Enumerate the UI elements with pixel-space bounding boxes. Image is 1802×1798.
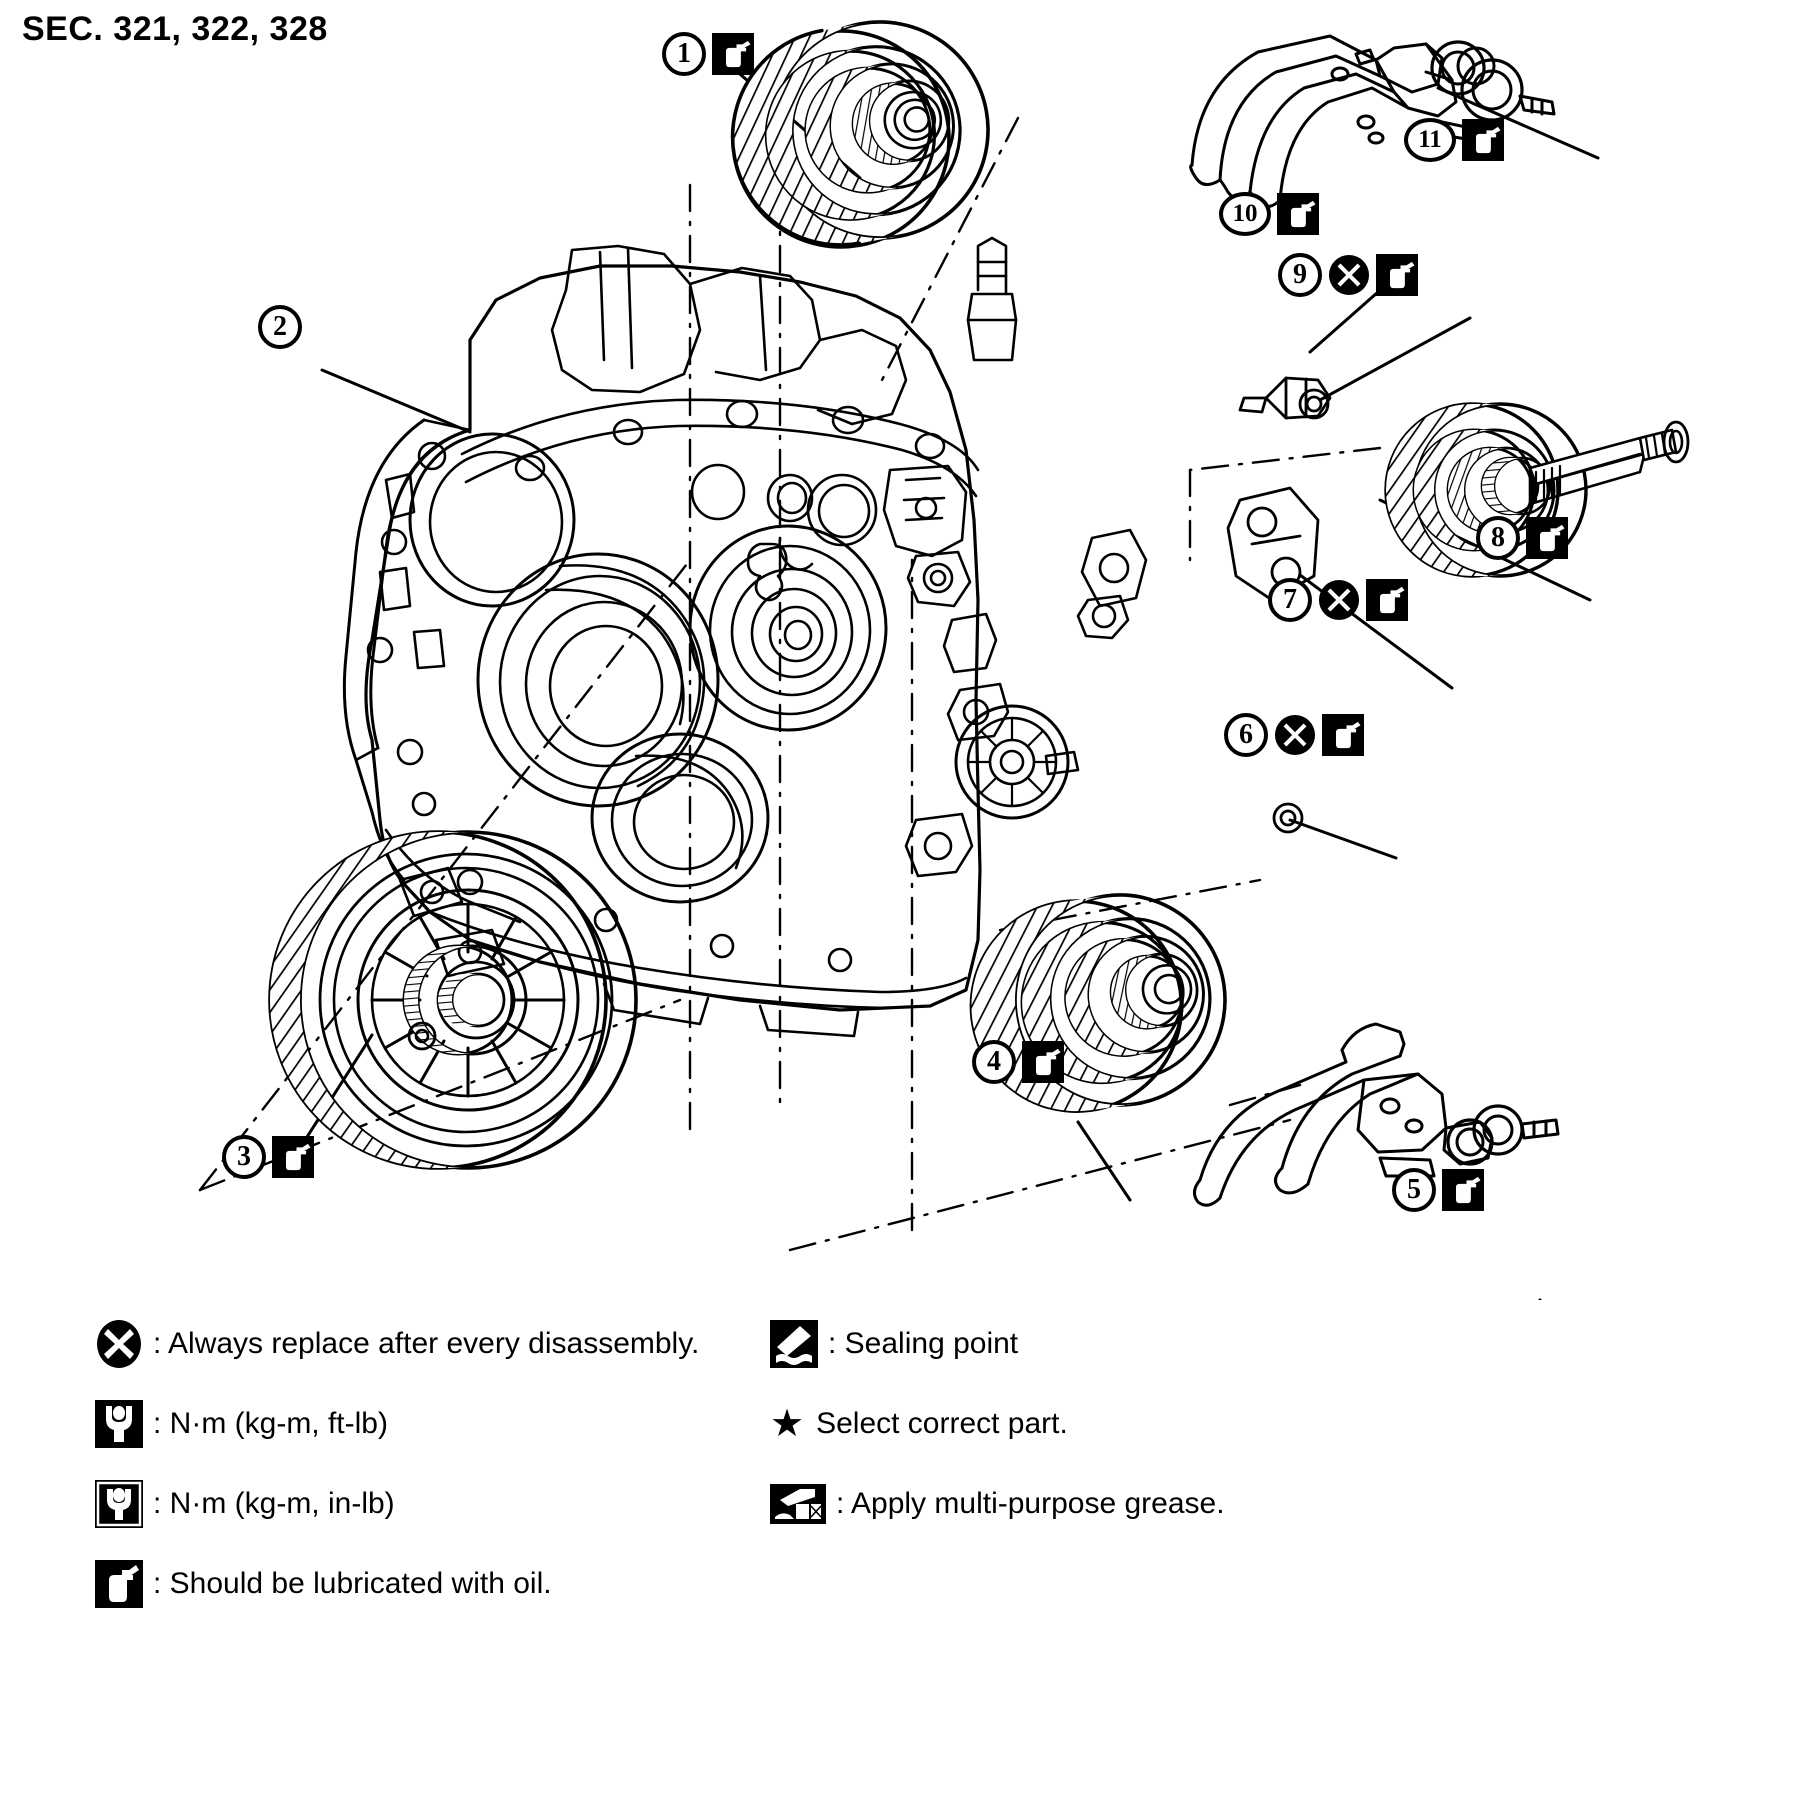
part-input-shaft-assembly	[1384, 402, 1690, 578]
oil-can-icon	[712, 33, 754, 75]
callout-number-11: 11	[1404, 118, 1456, 162]
callout-4[interactable]: 4	[972, 1040, 1064, 1084]
legend-text: : Sealing point	[828, 1327, 1019, 1360]
torque-inlb-icon	[95, 1480, 143, 1528]
callout-5[interactable]: 5	[1392, 1168, 1484, 1212]
legend-text: : N·m (kg-m, in-lb)	[153, 1487, 395, 1520]
oil-can-icon	[95, 1560, 143, 1608]
legend-text: : N·m (kg-m, ft-lb)	[153, 1407, 388, 1440]
callout-3[interactable]: 3	[222, 1135, 314, 1179]
replace-x-icon	[1318, 579, 1360, 621]
callout-7[interactable]: 7	[1268, 578, 1408, 622]
oil-can-icon	[1462, 119, 1504, 161]
callout-10[interactable]: 10	[1219, 192, 1319, 236]
legend-item-torque-ftlb: : N·m (kg-m, ft-lb)	[95, 1398, 699, 1450]
callout-9[interactable]: 9	[1278, 253, 1418, 297]
oil-can-icon	[1322, 714, 1364, 756]
exploded-view-drawing	[198, 20, 1690, 1300]
oil-can-icon	[272, 1136, 314, 1178]
oil-can-icon	[1022, 1041, 1064, 1083]
legend-text: : Apply multi-purpose grease.	[836, 1487, 1225, 1520]
torque-ftlb-icon	[95, 1400, 143, 1448]
replace-x-icon	[97, 1320, 141, 1368]
callout-number-9: 9	[1278, 253, 1322, 297]
oil-can-icon	[1376, 254, 1418, 296]
callout-number-2: 2	[258, 305, 302, 349]
legend-text: : Always replace after every disassembly…	[153, 1327, 700, 1360]
legend-text: : Should be lubricated with oil.	[153, 1567, 552, 1600]
sealing-point-icon	[770, 1320, 818, 1368]
callout-2[interactable]: 2	[258, 305, 302, 349]
part-shift-fork-lower	[1193, 1022, 1560, 1207]
legend-text: Select correct part.	[816, 1407, 1068, 1440]
legend-item-replace: : Always replace after every disassembly…	[95, 1318, 699, 1370]
part-transmission-case	[342, 236, 1148, 1038]
replace-x-icon	[1328, 254, 1370, 296]
callout-6[interactable]: 6	[1224, 713, 1364, 757]
callout-number-1: 1	[662, 32, 706, 76]
callout-number-4: 4	[972, 1040, 1016, 1084]
callout-number-5: 5	[1392, 1168, 1436, 1212]
legend-item-grease: : Apply multi-purpose grease.	[770, 1478, 1225, 1530]
callout-11[interactable]: 11	[1404, 118, 1504, 162]
part-final-drive-gear	[268, 830, 638, 1170]
star-icon: ★	[770, 1403, 805, 1445]
callout-number-8: 8	[1476, 516, 1520, 560]
legend-right-column: : Sealing point ★ Select correct part. :…	[770, 1318, 1225, 1558]
legend-item-select-part: ★ Select correct part.	[770, 1398, 1225, 1450]
callout-number-10: 10	[1219, 192, 1271, 236]
legend: : Always replace after every disassembly…	[0, 1300, 1802, 1798]
grease-gun-icon	[770, 1484, 826, 1524]
callout-1[interactable]: 1	[662, 32, 754, 76]
oil-can-icon	[1526, 517, 1568, 559]
part-gear-cluster-lower	[969, 893, 1227, 1113]
oil-can-icon	[1277, 193, 1319, 235]
part-gear-cluster-upper	[730, 20, 990, 249]
legend-item-torque-inlb: : N·m (kg-m, in-lb)	[95, 1478, 699, 1530]
legend-item-lubricate: : Should be lubricated with oil.	[95, 1558, 699, 1610]
legend-left-column: : Always replace after every disassembly…	[95, 1318, 699, 1638]
callout-8[interactable]: 8	[1476, 516, 1568, 560]
part-shift-fork-upper	[1189, 34, 1556, 208]
callout-number-3: 3	[222, 1135, 266, 1179]
replace-x-icon	[1274, 714, 1316, 756]
oil-can-icon	[1442, 1169, 1484, 1211]
callout-number-7: 7	[1268, 578, 1312, 622]
page-title: SEC. 321, 322, 328	[22, 10, 328, 48]
legend-item-sealing-point: : Sealing point	[770, 1318, 1225, 1370]
oil-can-icon	[1366, 579, 1408, 621]
callout-number-6: 6	[1224, 713, 1268, 757]
